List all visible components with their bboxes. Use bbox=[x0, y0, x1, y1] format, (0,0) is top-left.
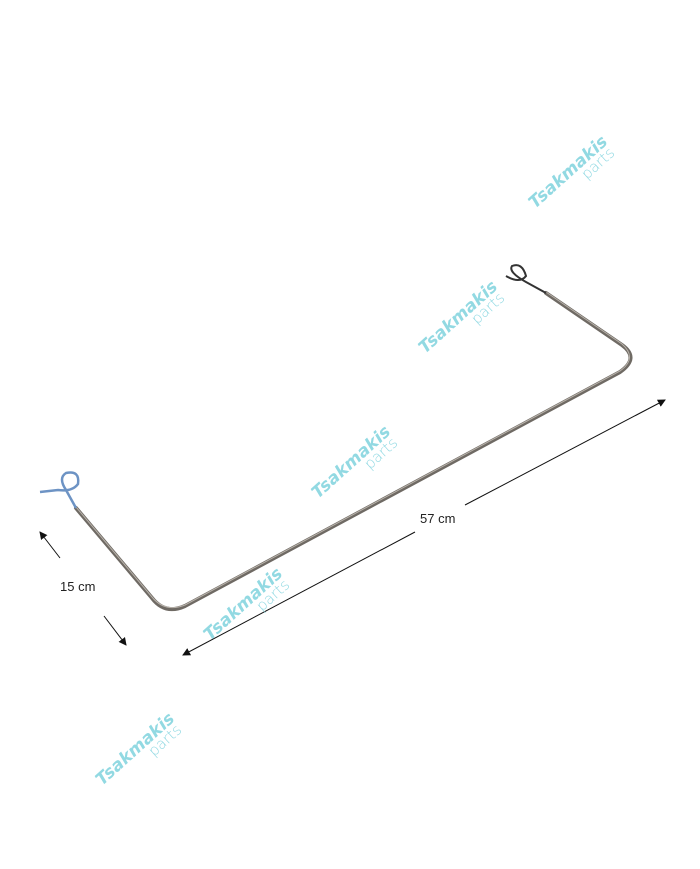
length-dimension-arrow bbox=[182, 531, 416, 656]
width-dimension-arrow bbox=[39, 531, 61, 559]
left-terminal-wire bbox=[39, 471, 80, 509]
length-label: 57 cm bbox=[420, 511, 456, 526]
heating-rod-highlight bbox=[75, 291, 630, 609]
length-dimension-arrow bbox=[464, 399, 666, 506]
right-terminal-wire bbox=[505, 264, 547, 294]
width-dimension-arrow bbox=[103, 615, 127, 646]
width-label: 15 cm bbox=[60, 579, 96, 594]
